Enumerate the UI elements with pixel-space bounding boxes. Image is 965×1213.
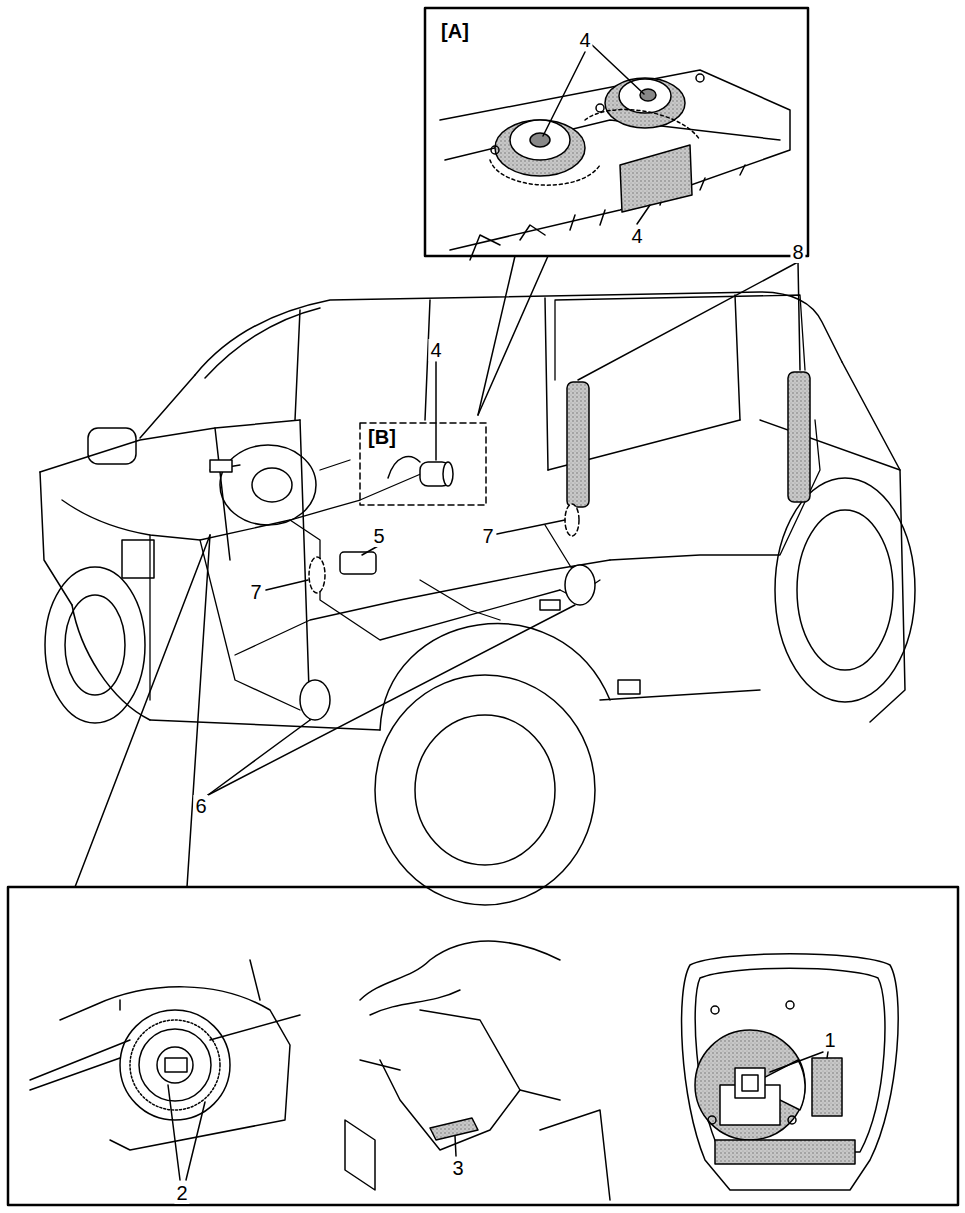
callout-number: 5 (371, 525, 386, 547)
callout-number: 7 (480, 525, 495, 547)
callout-number: 6 (193, 795, 208, 817)
view-label: [A] (439, 20, 471, 42)
callout-number: 4 (428, 339, 443, 361)
callout-number: 8 (790, 241, 805, 263)
callout-number: 7 (248, 581, 263, 603)
callout-number: 4 (629, 225, 644, 247)
callout-number: 1 (822, 1029, 837, 1051)
view-label: [B] (366, 426, 398, 448)
callout-number: 3 (450, 1157, 465, 1179)
callout-number: 4 (577, 29, 592, 51)
callout-number: 2 (174, 1182, 189, 1204)
